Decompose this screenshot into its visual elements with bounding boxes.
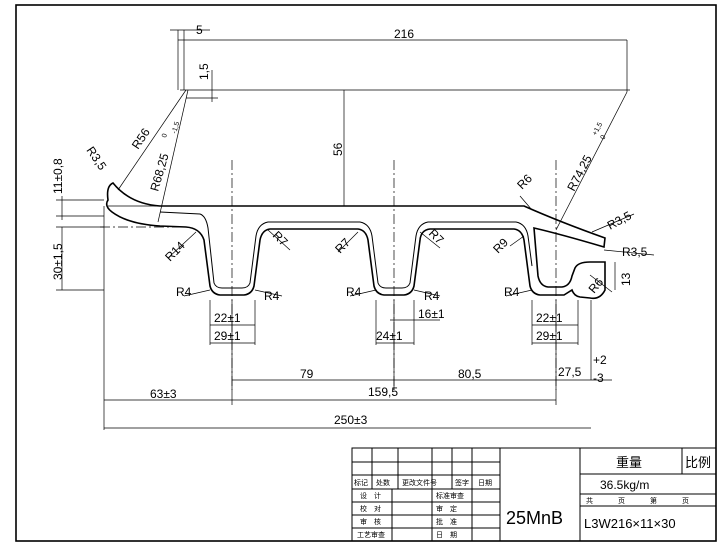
dim-30: 30±1,5: [51, 243, 65, 280]
sign-left-2: 审 核: [360, 517, 381, 526]
dim-29-left: 29±1: [214, 329, 241, 343]
extension-lines: [56, 30, 630, 430]
dim-r6: R6: [514, 171, 535, 192]
dim-r68-tol-up: 0: [161, 133, 169, 139]
sheet-no-label: 第: [650, 496, 657, 505]
dim-r4-c: R4: [346, 285, 362, 299]
sign-left-0: 设 计: [360, 491, 381, 500]
dim-159-5: 159,5: [368, 385, 398, 399]
dim-27-5-tol-dn: -3: [593, 371, 604, 385]
dim-r3-5-left: R3,5: [84, 144, 110, 173]
rev-header-1: 处数: [376, 478, 390, 487]
dimension-labels: 5 216 1,5 56 R56 R68,25 0 -1,5 R3,5 11±0…: [51, 23, 648, 427]
dim-24: 24±1: [376, 329, 403, 343]
title-block-text: 标记 处数 更改文件号 签字 日期 设 计 标准审查 校 对 审 定 审 核 批…: [354, 455, 711, 539]
sign-right-3: 日 期: [436, 531, 457, 539]
title-block: [351, 447, 717, 542]
dim-r4-a: R4: [176, 285, 192, 299]
sign-left-3: 工艺审查: [357, 530, 385, 539]
sheet-unit-2: 页: [682, 497, 689, 505]
dim-r74-tol-dn: 0: [600, 134, 608, 141]
dim-r4-d: R4: [424, 289, 440, 303]
dim-r68: R68,25: [147, 151, 171, 192]
weight-label: 重量: [616, 455, 642, 470]
rev-header-0: 标记: [354, 478, 368, 487]
dim-r74-tol-up: +1,5: [592, 121, 605, 137]
scale-label: 比例: [685, 455, 711, 470]
dim-r4-b: R4: [264, 289, 280, 303]
dim-22-right: 22±1: [536, 311, 563, 325]
material: 25MnB: [506, 508, 563, 528]
dim-22-left: 22±1: [214, 311, 241, 325]
center-lines: [100, 160, 557, 390]
dim-r56: R56: [129, 125, 153, 151]
drawing-border: [15, 4, 717, 542]
profile-outline: [105, 182, 606, 300]
rev-header-3: 签字: [455, 478, 469, 487]
dim-29-right: 29±1: [536, 329, 563, 343]
dim-27-5-tol-up: +2: [593, 353, 607, 367]
dim-r4-e: R4: [504, 285, 520, 299]
dim-216: 216: [394, 27, 414, 41]
sign-left-1: 校 对: [360, 504, 381, 513]
dim-r14: R14: [162, 238, 188, 264]
dim-27-5: 27,5: [558, 365, 582, 379]
dim-80-5: 80,5: [458, 367, 482, 381]
sign-right-0: 标准审查: [436, 491, 464, 500]
dim-250: 250±3: [334, 413, 368, 427]
dim-11: 11±0,8: [51, 158, 65, 194]
sign-right-1: 审 定: [436, 504, 457, 513]
dim-5: 5: [196, 23, 203, 37]
dimension-lines: [61, 29, 655, 429]
dim-r7-b: R7: [332, 235, 353, 256]
rev-header-2: 更改文件号: [402, 478, 437, 487]
dim-r74: R74,25: [564, 152, 595, 193]
sheet-unit-1: 页: [618, 497, 625, 505]
weight-value: 36.5kg/m: [600, 478, 649, 492]
dim-r9: R9: [490, 235, 511, 256]
part-code: L3W216×11×30: [584, 516, 676, 531]
dim-56: 56: [331, 142, 345, 156]
dim-r3-5-right-b: R3,5: [622, 245, 648, 259]
dim-1-5: 1,5: [197, 63, 211, 80]
dim-16: 16±1: [418, 307, 445, 321]
dim-13: 13: [619, 272, 633, 286]
dim-63: 63±3: [150, 387, 177, 401]
dim-r68-tol-dn: -1,5: [171, 121, 181, 135]
dim-r7-a: R7: [270, 228, 291, 249]
sheet-total-label: 共: [586, 496, 593, 505]
rev-header-4: 日期: [478, 479, 492, 487]
dim-r3-5-right-a: R3,5: [605, 208, 634, 232]
sign-right-2: 批 准: [436, 517, 457, 526]
dim-79: 79: [300, 367, 314, 381]
